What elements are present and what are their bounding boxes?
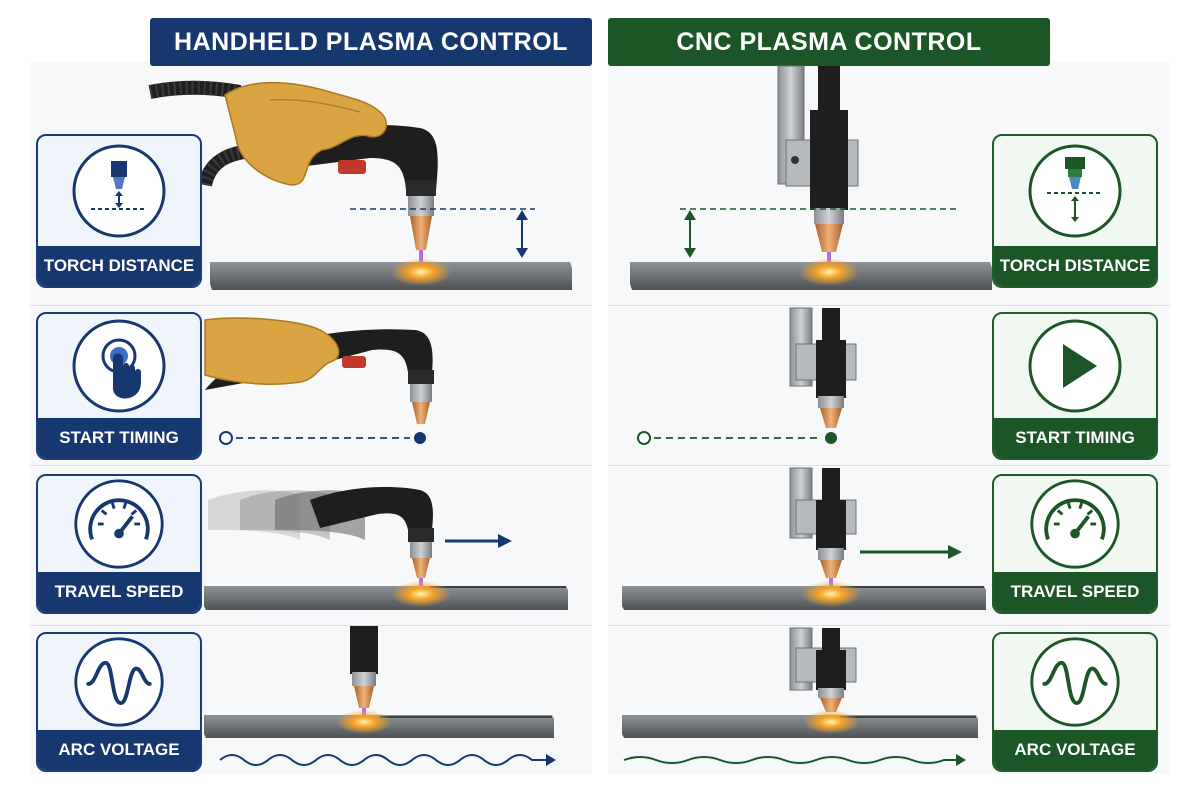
cnc-torch-distance-scene: [630, 65, 992, 290]
play-icon: [1028, 319, 1122, 413]
handheld-travel-speed-card: TRAVEL SPEED: [36, 474, 202, 614]
handheld-travel-speed-scene: [204, 487, 568, 610]
row-divider: [608, 305, 1170, 306]
cnc-travel-speed-scene: [622, 467, 986, 610]
cnc-start-timing-card: START TIMING: [992, 312, 1158, 460]
card-label: TRAVEL SPEED: [994, 572, 1156, 612]
handheld-start-timing-scene: [204, 317, 434, 445]
card-label: TRAVEL SPEED: [38, 572, 200, 612]
torch-height-icon: [1028, 144, 1122, 238]
hand-press-button-icon: [72, 319, 166, 413]
card-label: TORCH DISTANCE: [38, 246, 200, 286]
cnc-torch-distance-card: TORCH DISTANCE: [992, 134, 1158, 288]
handheld-torch-distance-card: TORCH DISTANCE: [36, 134, 202, 288]
row-divider: [30, 305, 592, 306]
card-label: ARC VOLTAGE: [994, 730, 1156, 770]
handheld-header: HANDHELD PLASMA CONTROL: [150, 18, 592, 66]
handheld-start-timing-card: START TIMING: [36, 312, 202, 460]
cnc-start-timing-scene: [637, 307, 857, 445]
row-divider: [30, 465, 592, 466]
cnc-arc-voltage-card: ARC VOLTAGE: [992, 632, 1158, 772]
waveform-icon: [1030, 637, 1120, 727]
row-divider: [608, 465, 1170, 466]
speedometer-icon: [1030, 479, 1120, 569]
card-label: TORCH DISTANCE: [994, 246, 1156, 286]
cnc-arc-voltage-scene: [622, 627, 978, 766]
speedometer-icon: [74, 479, 164, 569]
card-label: ARC VOLTAGE: [38, 730, 200, 770]
card-label: START TIMING: [38, 418, 200, 458]
card-label: START TIMING: [994, 418, 1156, 458]
handheld-torch-distance-scene: [148, 80, 572, 290]
torch-height-icon: [72, 144, 166, 238]
waveform-icon: [74, 637, 164, 727]
handheld-arc-voltage-card: ARC VOLTAGE: [36, 632, 202, 772]
cnc-travel-speed-card: TRAVEL SPEED: [992, 474, 1158, 614]
row-divider: [30, 625, 592, 626]
row-divider: [608, 625, 1170, 626]
handheld-arc-voltage-scene: [204, 626, 556, 766]
cnc-header: CNC PLASMA CONTROL: [608, 18, 1050, 66]
